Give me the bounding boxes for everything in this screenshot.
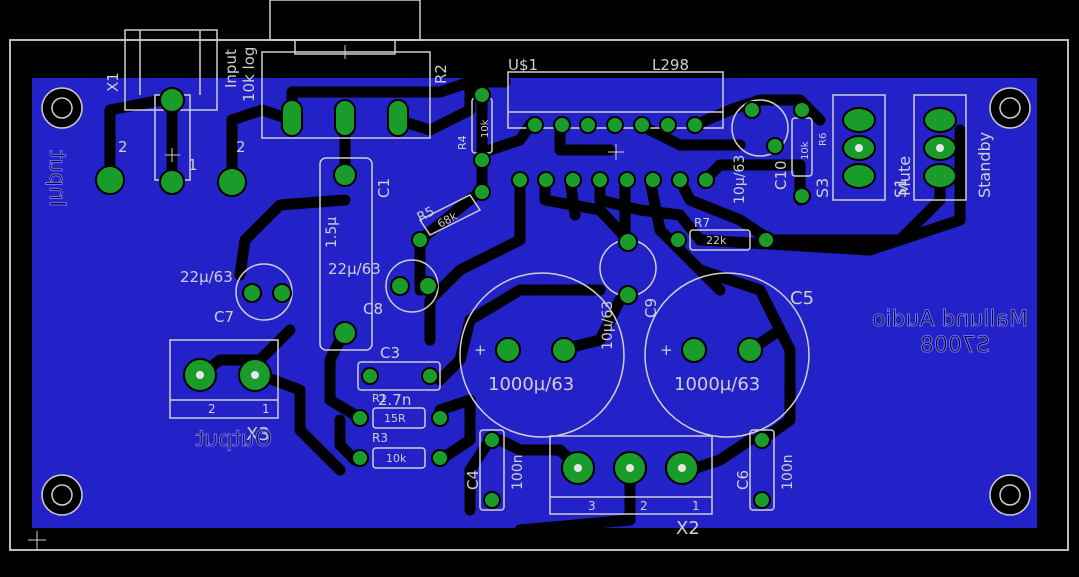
c4-value: 100n — [510, 454, 526, 490]
c3-label: C3 — [380, 344, 400, 362]
input-mirror-label: Input — [44, 150, 69, 207]
x1-label: X1 — [104, 72, 122, 92]
traces — [104, 76, 966, 536]
c8-label: C8 — [363, 300, 383, 318]
mute-label: Mute — [895, 156, 914, 196]
us1-label: U$1 — [508, 56, 538, 74]
r1-value: 15R — [384, 412, 406, 425]
l298-label: L298 — [652, 56, 689, 74]
c6-value: 100n — [780, 454, 796, 490]
pads — [95, 86, 957, 509]
c1-label: C1 — [375, 178, 393, 198]
output-mirror-label: Output — [195, 427, 272, 452]
c9-label: C9 — [642, 298, 660, 318]
r4-label: R4 — [456, 135, 469, 150]
c8-value: 22µ/63 — [328, 260, 381, 278]
c10-label: C10 — [772, 160, 790, 190]
brand-mirror-label: Mallund Audio — [872, 307, 1028, 332]
bottom-silk-text: Input Output Mallund Audio S7008 — [44, 149, 1029, 452]
r7-value: 22k — [706, 234, 727, 247]
polarity-plus-c5: + — [660, 341, 673, 359]
x2-pin1: 1 — [692, 499, 700, 513]
x2-label: X2 — [676, 518, 700, 539]
r6-value: 10k — [800, 141, 811, 160]
c10-value: 10µ/63 — [732, 155, 748, 204]
c5-label: C5 — [790, 288, 814, 309]
r5-label: R5 — [415, 204, 437, 225]
pot-value-label: 10k log — [240, 47, 258, 102]
l298-pins — [511, 116, 715, 189]
c1-value: 1.5µ — [324, 217, 340, 248]
c4-label: C4 — [464, 470, 482, 490]
x2-pin2: 2 — [640, 499, 648, 513]
x2-pin3: 3 — [588, 499, 596, 513]
x1-pin2: 2 — [118, 138, 128, 156]
r7-label: R7 — [694, 216, 710, 230]
model-mirror-label: S7008 — [920, 333, 990, 358]
drills — [196, 144, 944, 472]
silkscreen-labels: X1 2 1 2 Input 10k log R2 U$1 L298 10k R… — [104, 47, 994, 539]
pot-input-label: Input — [222, 49, 240, 88]
x1-pin1: 1 — [188, 156, 198, 174]
c7-label: C7 — [214, 308, 234, 326]
mounting-holes — [41, 87, 1031, 516]
c7-value: 22µ/63 — [180, 268, 233, 286]
c3-value: 2.7n — [378, 391, 411, 409]
x3-pin2: 2 — [208, 402, 216, 416]
copper-pour — [32, 78, 1037, 528]
origin-cross — [28, 45, 624, 549]
polarity-plus-c2: + — [474, 341, 487, 359]
c2-value: 1000µ/63 — [488, 374, 574, 395]
r4-value: 10k — [480, 119, 491, 138]
x3-label: X3 — [246, 424, 270, 445]
r6-label: R6 — [818, 133, 829, 146]
r3-value: 10k — [386, 452, 407, 465]
c5-value: 1000µ/63 — [674, 374, 760, 395]
r2-label: R2 — [432, 64, 450, 84]
c6-label: C6 — [734, 470, 752, 490]
x1-pin2b: 2 — [236, 138, 246, 156]
r3-label: R3 — [372, 431, 388, 445]
x3-pin1: 1 — [262, 402, 270, 416]
s3-label: S3 — [813, 178, 832, 198]
c9-value: 10µ/63 — [600, 301, 616, 350]
r1-label: R1 — [372, 392, 387, 405]
standby-label: Standby — [975, 132, 994, 198]
s1-label: S1 — [891, 178, 910, 198]
